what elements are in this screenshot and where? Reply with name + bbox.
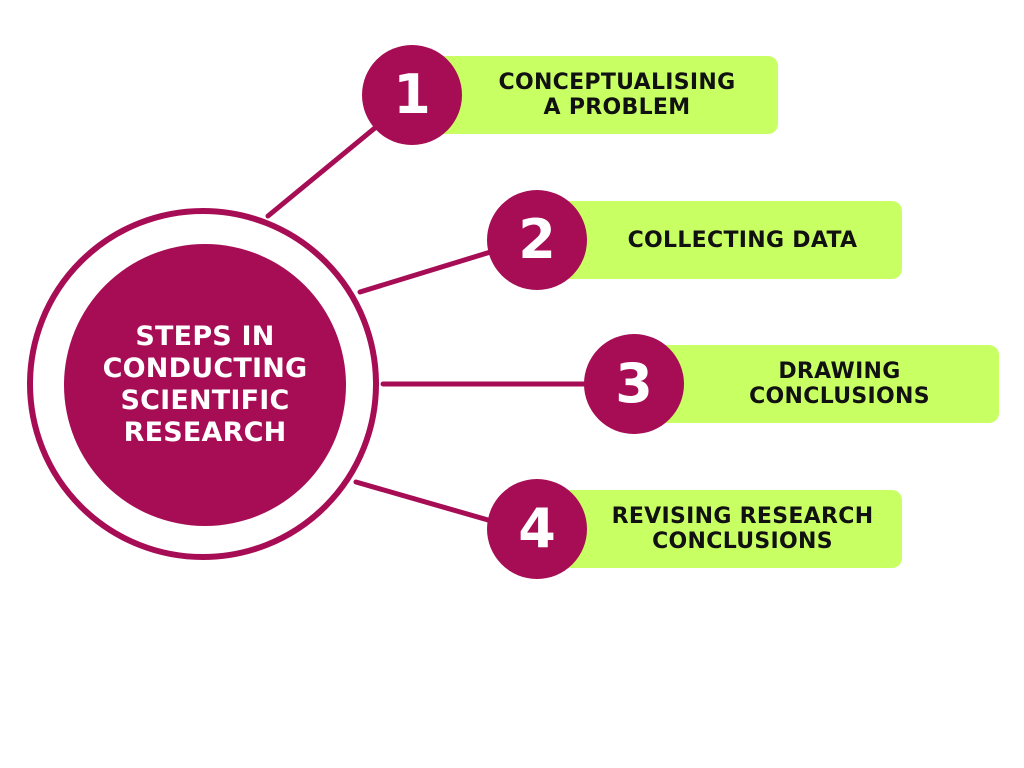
step-1-box: CONCEPTUALISING A PROBLEM — [434, 56, 778, 134]
step-4: REVISING RESEARCH CONCLUSIONS 4 — [487, 479, 902, 579]
step-1-badge: 1 — [362, 45, 462, 145]
step-4-badge: 4 — [487, 479, 587, 579]
step-3-badge: 3 — [584, 334, 684, 434]
step-2-number: 2 — [518, 208, 556, 271]
step-2-box: COLLECTING DATA — [559, 201, 902, 279]
step-3-number: 3 — [615, 352, 653, 415]
step-3-label: DRAWING CONCLUSIONS — [749, 359, 930, 409]
step-4-label: REVISING RESEARCH CONCLUSIONS — [611, 504, 874, 554]
step-1: CONCEPTUALISING A PROBLEM 1 — [362, 45, 778, 145]
step-2: COLLECTING DATA 2 — [487, 190, 902, 290]
step-2-badge: 2 — [487, 190, 587, 290]
step-1-number: 1 — [393, 63, 431, 126]
step-2-label: COLLECTING DATA — [627, 227, 858, 253]
step-3: DRAWING CONCLUSIONS 3 — [584, 334, 999, 434]
step-4-box: REVISING RESEARCH CONCLUSIONS — [559, 490, 902, 568]
connector-4 — [353, 479, 498, 525]
connector-2 — [357, 247, 500, 295]
hub-circle: STEPS IN CONDUCTING SCIENTIFIC RESEARCH — [64, 244, 346, 526]
hub-title: STEPS IN CONDUCTING SCIENTIFIC RESEARCH — [102, 321, 308, 448]
step-4-number: 4 — [518, 497, 556, 560]
connector-1 — [265, 115, 390, 219]
step-1-label: CONCEPTUALISING A PROBLEM — [498, 70, 736, 120]
step-3-box: DRAWING CONCLUSIONS — [656, 345, 999, 423]
